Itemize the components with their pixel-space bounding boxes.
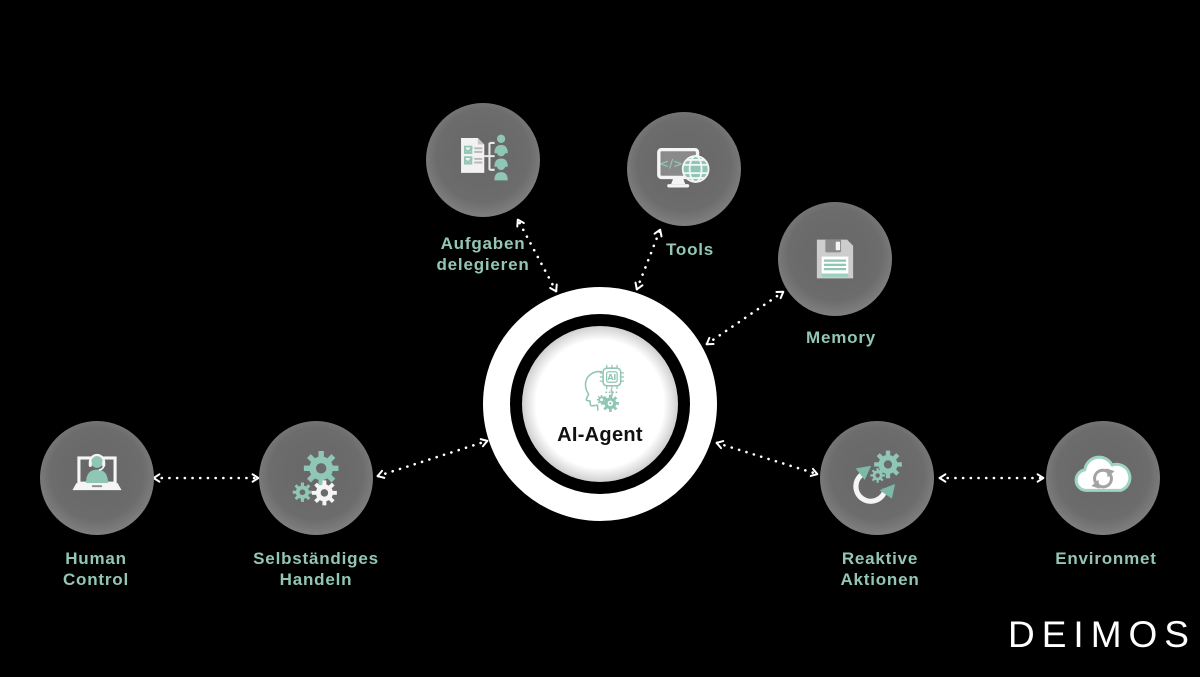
node-tools: </> <box>627 112 741 226</box>
label-line: Aktionen <box>840 569 920 589</box>
ai-agent-label: AI-Agent <box>557 423 643 446</box>
ai-head-chip-gear-icon: AI <box>584 364 624 412</box>
label-line: Memory <box>806 328 876 347</box>
label-line: delegieren <box>436 254 530 274</box>
node-aufgaben-delegieren <box>426 103 540 217</box>
floppy-disk-icon <box>816 239 854 279</box>
label-environmet: Environmet <box>1055 549 1157 570</box>
label-line: Control <box>62 569 130 589</box>
label-line: Handeln <box>279 569 353 589</box>
deimos-logo: DEIMOS <box>1008 614 1196 655</box>
node-reaktive-aktionen <box>820 421 934 535</box>
node-human-control <box>40 421 154 535</box>
label-line: Reaktive <box>841 549 919 568</box>
connector-center-memory <box>705 290 785 346</box>
connector-center-reaktive <box>715 440 819 477</box>
laptop-headset-person-icon <box>72 453 122 491</box>
cloud-sync-icon <box>1074 455 1132 492</box>
code-monitor-globe-icon: </> <box>657 147 710 188</box>
label-reaktive-aktionen: Reaktive Aktionen <box>840 549 919 590</box>
label-line: Selbständiges <box>253 549 379 568</box>
label-line: Human <box>65 549 127 568</box>
node-environmet <box>1046 421 1160 535</box>
cycle-arrows-gear-icon <box>853 450 902 504</box>
label-memory: Memory <box>806 328 876 349</box>
task-delegation-icon <box>461 134 508 181</box>
center-core: AI AI-Agent <box>547 351 653 457</box>
ai-chip-label: AI <box>607 372 616 381</box>
node-selbstaendiges-handeln <box>259 421 373 535</box>
label-line: Aufgaben <box>440 234 526 253</box>
three-gears-icon <box>292 451 339 506</box>
connector-selbstaendiges-center <box>376 438 489 479</box>
label-line: Environmet <box>1055 549 1157 568</box>
connector-center-tools <box>634 228 663 291</box>
node-memory <box>778 202 892 316</box>
code-glyph: </> <box>659 157 683 171</box>
label-line: Tools <box>665 240 715 259</box>
label-human-control: Human Control <box>63 549 129 590</box>
label-aufgaben-delegieren: Aufgaben delegieren <box>436 234 529 275</box>
node-ai-agent: AI AI-Agent <box>483 287 717 521</box>
label-selbstaendiges-handeln: Selbständiges Handeln <box>253 549 379 590</box>
label-tools: Tools <box>666 240 714 261</box>
